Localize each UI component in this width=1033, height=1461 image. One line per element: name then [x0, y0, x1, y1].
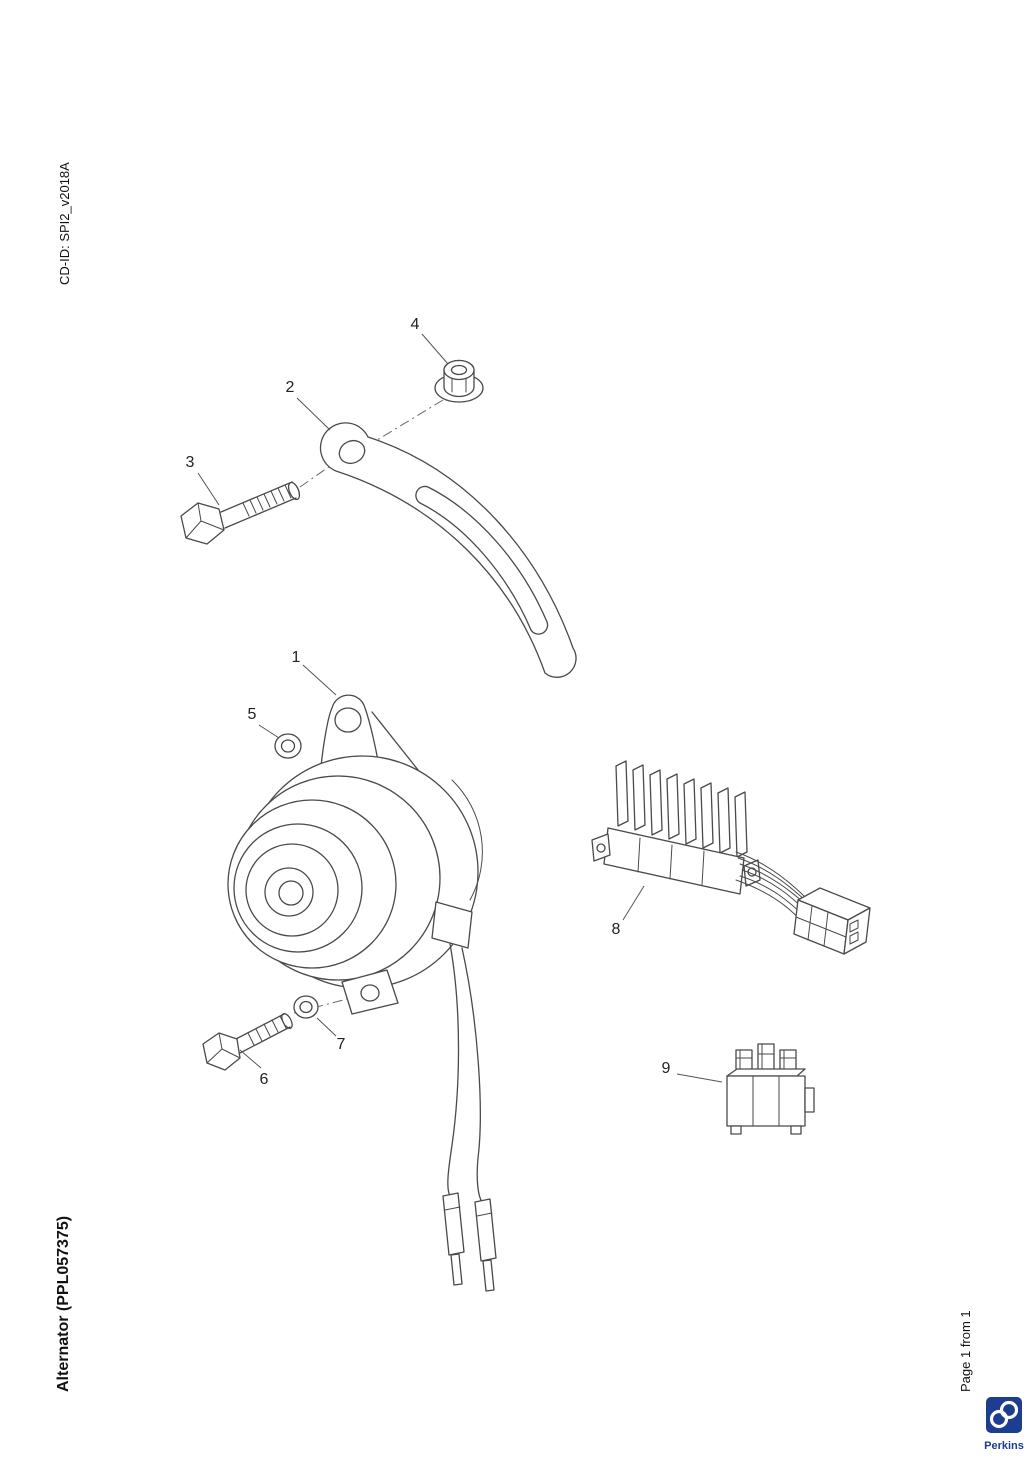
bracket-mounting-hole [338, 439, 366, 465]
part-7-washer [293, 995, 319, 1019]
perkins-logo-icon [986, 1397, 1022, 1433]
callout-9: 9 [662, 1060, 671, 1077]
part-3-bolt [180, 481, 301, 545]
alternator-wires [447, 943, 483, 1203]
alternator-terminal-box [431, 901, 473, 949]
callouts: 1 2 3 4 5 6 7 8 9 [186, 316, 723, 1088]
perkins-logo: Perkins [980, 1396, 1028, 1452]
wire-terminal-1 [442, 1192, 465, 1286]
part-4-nut [434, 359, 484, 403]
part-8-regulator [591, 760, 871, 955]
callout-3: 3 [186, 454, 195, 471]
alternator-lug-hole [334, 707, 362, 733]
callout-2: 2 [286, 379, 295, 396]
callout-1: 1 [292, 649, 301, 666]
callout-5: 5 [248, 706, 257, 723]
part-2-bracket [319, 422, 577, 678]
bracket-slot [415, 485, 549, 635]
alternator-hub [264, 867, 314, 917]
part-9-connector [726, 1043, 815, 1135]
regulator-fins [615, 760, 748, 858]
part-1-alternator [227, 694, 497, 1292]
regulator-harness-connector [793, 887, 871, 955]
part-5-washer [274, 733, 302, 759]
callout-4: 4 [411, 316, 420, 333]
brand-name: Perkins [984, 1440, 1024, 1452]
callout-7: 7 [337, 1036, 346, 1053]
callout-6: 6 [260, 1071, 269, 1088]
callout-8: 8 [612, 921, 621, 938]
wire-terminal-2 [474, 1198, 497, 1292]
part-6-bolt [202, 1013, 293, 1071]
